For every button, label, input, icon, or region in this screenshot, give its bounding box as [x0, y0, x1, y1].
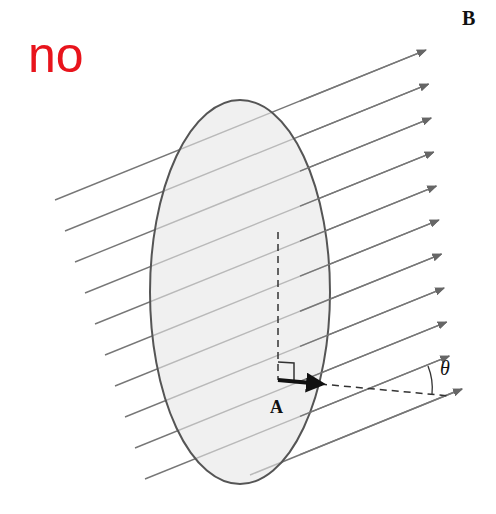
- field-line: [300, 254, 441, 311]
- annotation-text: no: [28, 30, 84, 80]
- right-angle-mark: [278, 362, 294, 381]
- field-line: [300, 288, 444, 346]
- field-line: [300, 322, 447, 381]
- dashed-normal-line: [320, 384, 450, 396]
- angle-label: θ: [440, 358, 450, 378]
- field-line: [300, 84, 428, 136]
- field-line: [300, 220, 439, 276]
- area-vector: [278, 380, 322, 384]
- field-lines-front: [300, 50, 462, 455]
- vector-label: A: [270, 398, 283, 416]
- field-label: B: [462, 8, 475, 28]
- field-line: [300, 356, 449, 416]
- loop-surface: [150, 100, 330, 484]
- field-line: [300, 152, 434, 206]
- field-line: [300, 186, 436, 241]
- field-line: [300, 389, 462, 455]
- field-line: [300, 118, 431, 171]
- dashed-normal-vertical: [277, 232, 279, 380]
- angle-arc: [428, 366, 432, 394]
